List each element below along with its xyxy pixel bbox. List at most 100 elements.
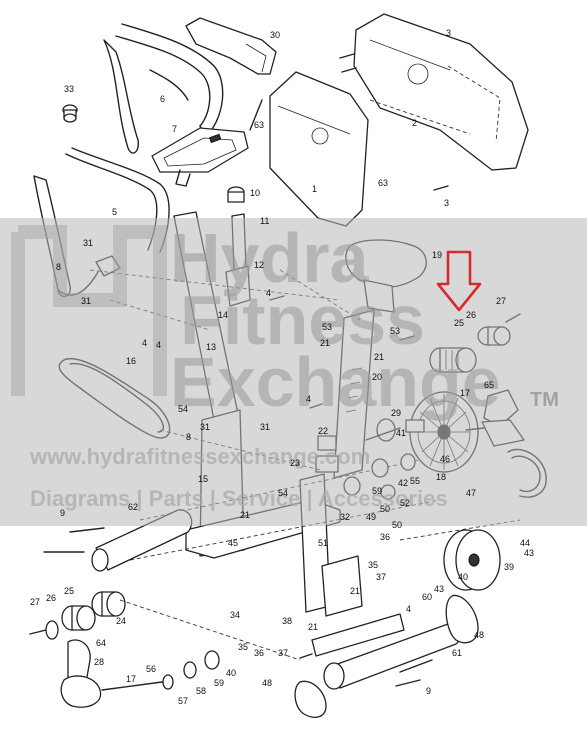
callout-label: 37 [376,572,386,582]
callout-label: 58 [196,686,206,696]
callout-label: 21 [374,352,384,362]
callout-label: 17 [460,388,470,398]
callout-label: 35 [238,642,248,652]
callout-label: 1 [312,184,317,194]
callout-label: 12 [254,260,264,270]
callout-label: 44 [520,538,530,548]
callout-label: 54 [178,404,188,414]
callout-label: 36 [254,648,264,658]
callout-label: 16 [126,356,136,366]
callout-label: 4 [156,340,161,350]
callout-label: 23 [290,458,300,468]
callout-label: 15 [198,474,208,484]
callout-label: 48 [262,678,272,688]
callout-label: 20 [372,372,382,382]
callout-label: 62 [128,502,138,512]
callout-label: 21 [240,510,250,520]
callout-label: 40 [226,668,236,678]
callout-label: 17 [126,674,136,684]
callout-label: 27 [30,597,40,607]
callout-label: 31 [200,422,210,432]
callout-label: 3 [446,28,451,38]
callout-label: 50 [392,520,402,530]
callout-label: 4 [306,394,311,404]
callout-label: 49 [366,512,376,522]
callout-label: 40 [458,572,468,582]
part-handlebar-cover [185,17,277,75]
callout-label: 50 [380,504,390,514]
callout-label: 4 [406,604,411,614]
callout-label: 9 [60,508,65,518]
callout-label: 5 [112,207,117,217]
callout-label: 24 [116,616,126,626]
callout-label: 36 [380,532,390,542]
callout-label: 65 [484,380,494,390]
part-left-shroud [269,71,369,227]
callout-label: 31 [81,296,91,306]
highlight-arrow [436,250,482,312]
callout-label: 59 [214,678,224,688]
callout-label: 64 [96,638,106,648]
callout-label: 37 [278,648,288,658]
part-upper-handlebar [103,23,224,154]
watermark: Hydra Fitness Exchange TM www.hydrafitne… [0,218,587,526]
part-right-shroud [353,13,529,171]
watermark-url: www.hydrafitnessexchange.com [29,444,370,469]
callout-label: 26 [46,593,56,603]
callout-label: 35 [368,560,378,570]
callout-label: 25 [64,586,74,596]
callout-label: 47 [466,488,476,498]
callout-label: 9 [426,686,431,696]
callout-label: 55 [410,476,420,486]
callout-label: 63 [254,120,264,130]
part-knob [62,104,78,123]
callout-label: 61 [452,648,462,658]
watermark-trademark: TM [530,389,559,411]
callout-label: 2 [412,118,417,128]
callout-label: 21 [320,338,330,348]
part-left-pedal-assembly [29,591,126,708]
part-end-caps [294,594,479,718]
callout-label: 57 [178,696,188,706]
part-console [151,127,249,187]
part-crank-pulley [443,529,501,591]
callout-label: 28 [94,657,104,667]
callout-label: 18 [436,472,446,482]
callout-label: 32 [340,512,350,522]
watermark-tagline: Diagrams | Parts | Service | Accessories [30,486,448,511]
part-bottom-linkage [101,650,220,691]
callout-label: 53 [322,322,332,332]
callout-label: 53 [390,326,400,336]
watermark-brand-line3: Exchange [170,343,501,421]
callout-label: 10 [250,188,260,198]
callout-label: 43 [434,584,444,594]
callout-label: 21 [350,586,360,596]
callout-label: 39 [504,562,514,572]
callout-label: 4 [142,338,147,348]
callout-label: 8 [186,432,191,442]
callout-label: 63 [378,178,388,188]
callout-label: 14 [218,310,228,320]
callout-label: 3 [444,198,449,208]
callout-label: 51 [318,538,328,548]
callout-label: 26 [466,310,476,320]
callout-label: 59 [372,486,382,496]
callout-label: 30 [270,30,280,40]
watermark-brand-line2: Fitness [180,281,425,359]
callout-label: 11 [260,216,269,226]
callout-label: 7 [172,124,177,134]
callout-label: 25 [454,318,464,328]
callout-label: 41 [396,428,406,438]
callout-label: 43 [524,548,534,558]
callout-label: 46 [440,454,450,464]
callout-label: 38 [282,616,292,626]
callout-label: 31 [260,422,270,432]
callout-label: 29 [391,408,401,418]
part-bracket-rail [311,555,405,657]
watermark-brand-line1: Hydra [170,219,369,297]
callout-label: 27 [496,296,506,306]
callout-label: 13 [206,342,216,352]
callout-label: 21 [308,622,318,632]
